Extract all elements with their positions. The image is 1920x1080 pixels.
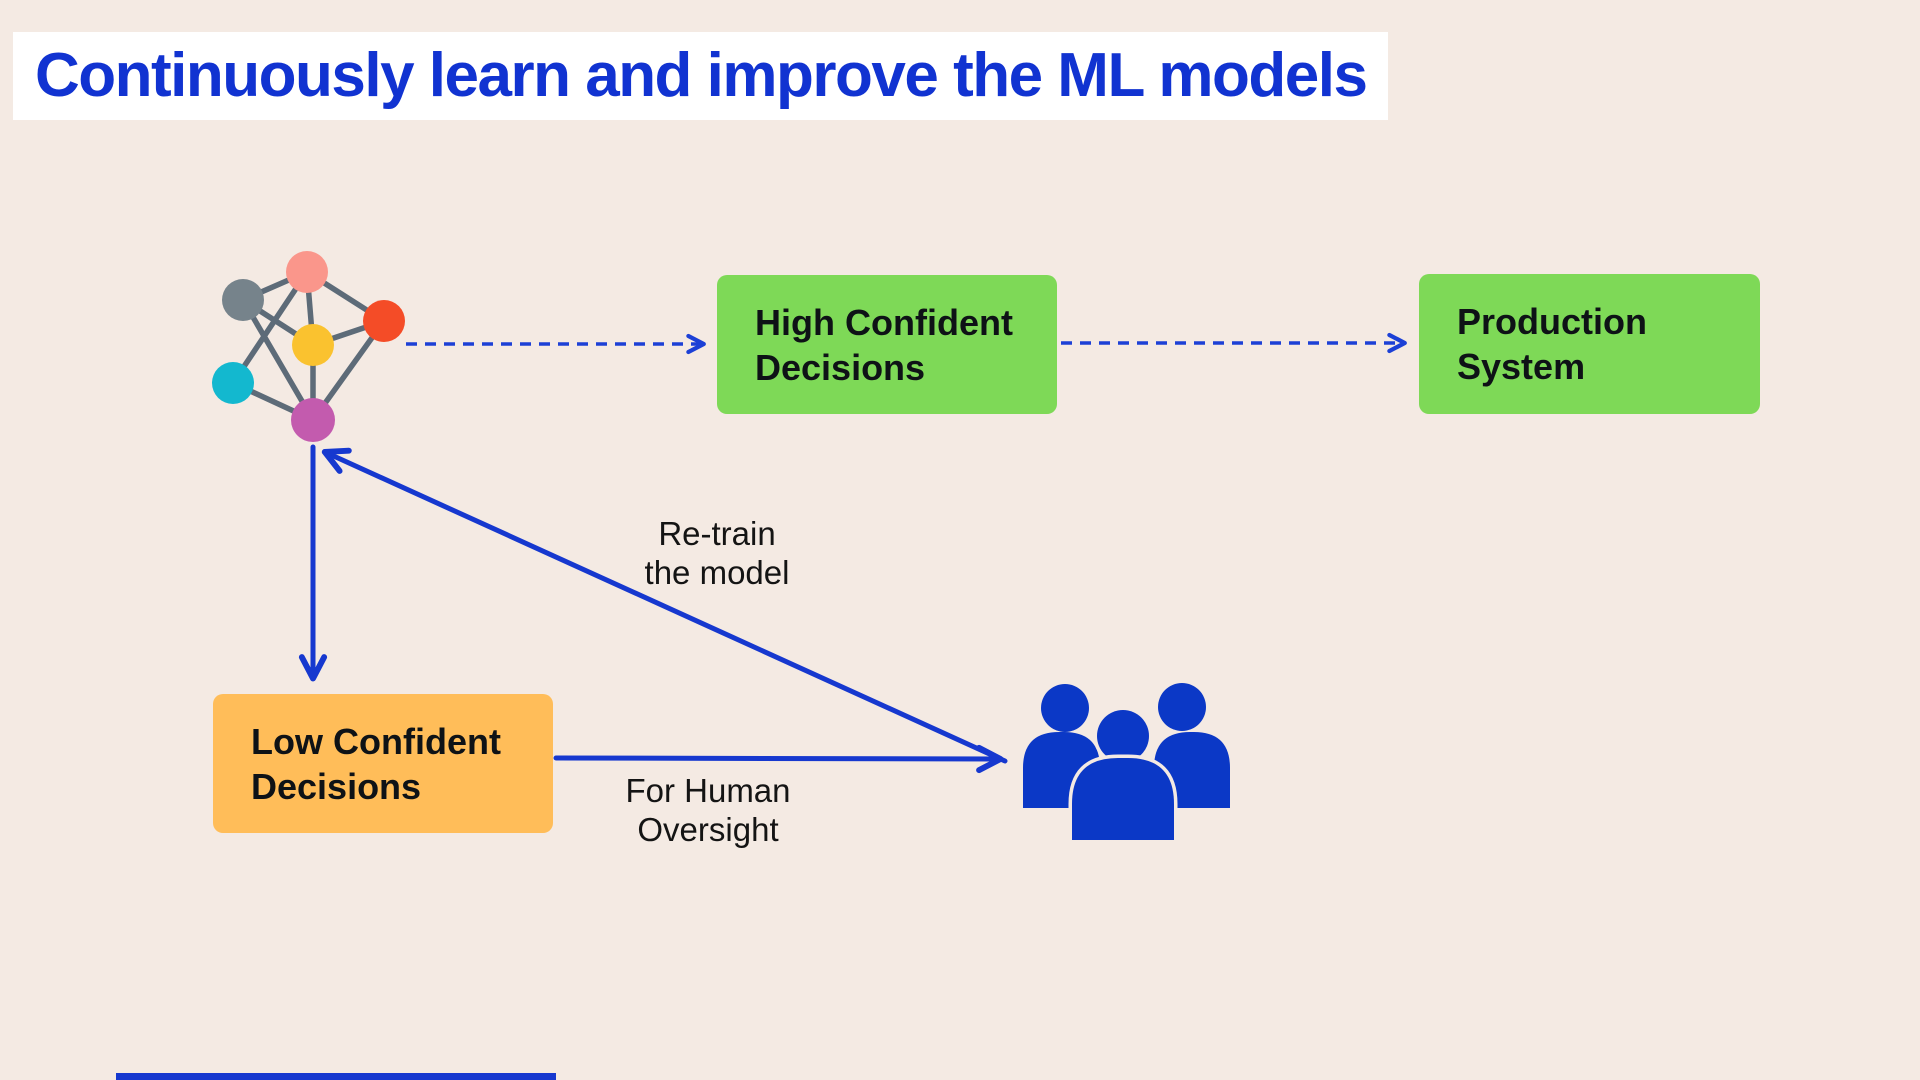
low-confident-decisions-box: Low Confident Decisions bbox=[213, 694, 553, 833]
network-node-purple bbox=[291, 398, 335, 442]
production-system-box: Production System bbox=[1419, 274, 1760, 414]
people-icon bbox=[1023, 683, 1230, 844]
human-oversight-label: For Human Oversight bbox=[613, 771, 803, 849]
neural-network-icon bbox=[212, 251, 405, 442]
box-label-line: Decisions bbox=[251, 765, 422, 807]
retrain-label-line: the model bbox=[644, 554, 790, 591]
oversight-label-line: Oversight bbox=[637, 811, 779, 848]
box-label-line: System bbox=[1457, 346, 1586, 387]
box-label-line: High Confident bbox=[755, 301, 1013, 343]
retrain-label-line: Re-train bbox=[658, 515, 776, 552]
retrain-label: Re-train the model bbox=[632, 514, 802, 592]
page-title: Continuously learn and improve the ML mo… bbox=[13, 32, 1389, 120]
network-node-yellow bbox=[292, 324, 334, 366]
high-confident-decisions-box: High Confident Decisions bbox=[717, 275, 1057, 414]
network-node-red bbox=[363, 300, 405, 342]
network-node-salmon bbox=[286, 251, 328, 293]
box-label-line: Production bbox=[1457, 301, 1647, 342]
network-node-teal bbox=[212, 362, 254, 404]
box-label-line: Decisions bbox=[755, 346, 926, 388]
box-label-line: Low Confident bbox=[251, 720, 501, 762]
bottom-accent-bar bbox=[116, 1073, 556, 1080]
arrow-humans-to-model-retrain bbox=[321, 447, 1008, 764]
arrow-low-confident-to-humans bbox=[553, 744, 1004, 774]
oversight-label-line: For Human bbox=[625, 772, 791, 809]
network-node-gray bbox=[222, 279, 264, 321]
